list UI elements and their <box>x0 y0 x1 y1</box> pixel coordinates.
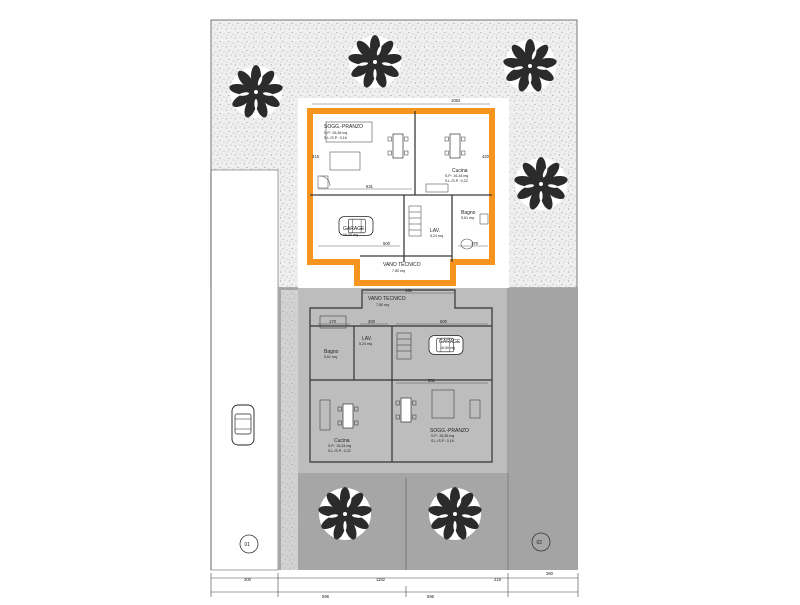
bottom-dim-sub-right: 596 <box>427 594 435 599</box>
bottom-dim-middle: 1182 <box>376 577 386 582</box>
upper-technical-area: 7,80 mq <box>392 269 405 273</box>
lot-label-left: 01 <box>245 542 251 548</box>
lower-laundry-area: 5,24 mq <box>359 342 372 346</box>
upper-bath-name: Bagno <box>461 210 476 216</box>
lower-dim-middle: 631 <box>428 378 436 383</box>
lot-marker-02: 02 <box>531 532 551 552</box>
lower-kitchen-area: S.P.: 16,34 mq <box>328 444 351 448</box>
upper-bath-area: 5,61 mq <box>461 216 474 220</box>
bottom-dim-far-right: 360 <box>546 571 554 576</box>
lower-garage-area: 16,50 mq <box>440 346 455 350</box>
upper-kitchen-area: S.P.: 16,34 mq <box>445 174 468 178</box>
upper-garage-area: 16,50 mq <box>343 233 358 237</box>
upper-laundry-area: 5,24 mq <box>430 234 443 238</box>
upper-living-area: S.P.: 26,36 mq <box>324 131 347 135</box>
lower-dim-upper-mid: 200 <box>368 319 376 324</box>
lower-technical-area: 7,80 mq <box>376 303 389 307</box>
upper-kitchen-ratio: S.L./S.P.: 0,22 <box>445 179 468 183</box>
bottom-dim-left: 300 <box>244 577 252 582</box>
lower-dim-upper-right: 500 <box>440 319 448 324</box>
bottom-dim-sub-left: 596 <box>322 594 330 599</box>
parked-car-icon <box>231 404 255 446</box>
lower-bath-area: 5,61 mq <box>324 355 337 359</box>
lower-kitchen-ratio: S.L./S.P.: 0,22 <box>328 449 351 453</box>
upper-dim-middle: 631 <box>366 184 374 189</box>
lower-living-ratio: S.L./S.P.: 0,16 <box>431 439 454 443</box>
lower-dim-top: 451 <box>405 288 413 293</box>
upper-laundry-name: LAV. <box>430 228 440 234</box>
lower-laundry-name: LAV. <box>362 336 372 342</box>
upper-dim-lower-left: 500 <box>383 241 391 246</box>
upper-living-ratio: S.L./S.P.: 0,16 <box>324 136 347 140</box>
bottom-dimension-lines <box>210 573 579 597</box>
lower-technical-name: VANO TECNICO <box>368 296 406 302</box>
upper-dim-left: 315 <box>312 154 320 159</box>
lower-garage-name: GARAGE <box>439 339 461 345</box>
upper-living-name: SOGG.-PRANZO <box>324 124 363 130</box>
lower-bath-name: Bagno <box>324 349 339 355</box>
upper-dim-right: 420 <box>482 154 490 159</box>
bottom-dim-right: 219 <box>494 577 502 582</box>
upper-unit-outline <box>307 108 495 286</box>
lot-label-right: 02 <box>537 540 543 546</box>
lower-kitchen-name: Cucina <box>334 438 350 444</box>
lower-living-area: S.P.: 26,36 mq <box>431 434 454 438</box>
upper-garage-name: GARAGE <box>343 226 365 232</box>
driveway-strip <box>210 169 279 571</box>
lower-living-name: SOGG.-PRANZO <box>430 428 469 434</box>
lower-unit-plan: VANO TECNICO 7,80 mq GARAGE 16,50 mq Bag… <box>309 288 493 463</box>
lower-dim-upper-left: 170 <box>329 319 337 324</box>
lot-marker-01: 01 <box>239 534 259 554</box>
upper-kitchen-name: Cucina <box>452 168 468 174</box>
upper-technical-name: VANO TECNICO <box>383 262 421 268</box>
upper-unit-plan: SOGG.-PRANZO S.P.: 26,36 mq S.L./S.P.: 0… <box>307 98 495 286</box>
upper-dim-top: 1062 <box>451 98 461 103</box>
upper-dim-lower-right: 170 <box>471 241 479 246</box>
